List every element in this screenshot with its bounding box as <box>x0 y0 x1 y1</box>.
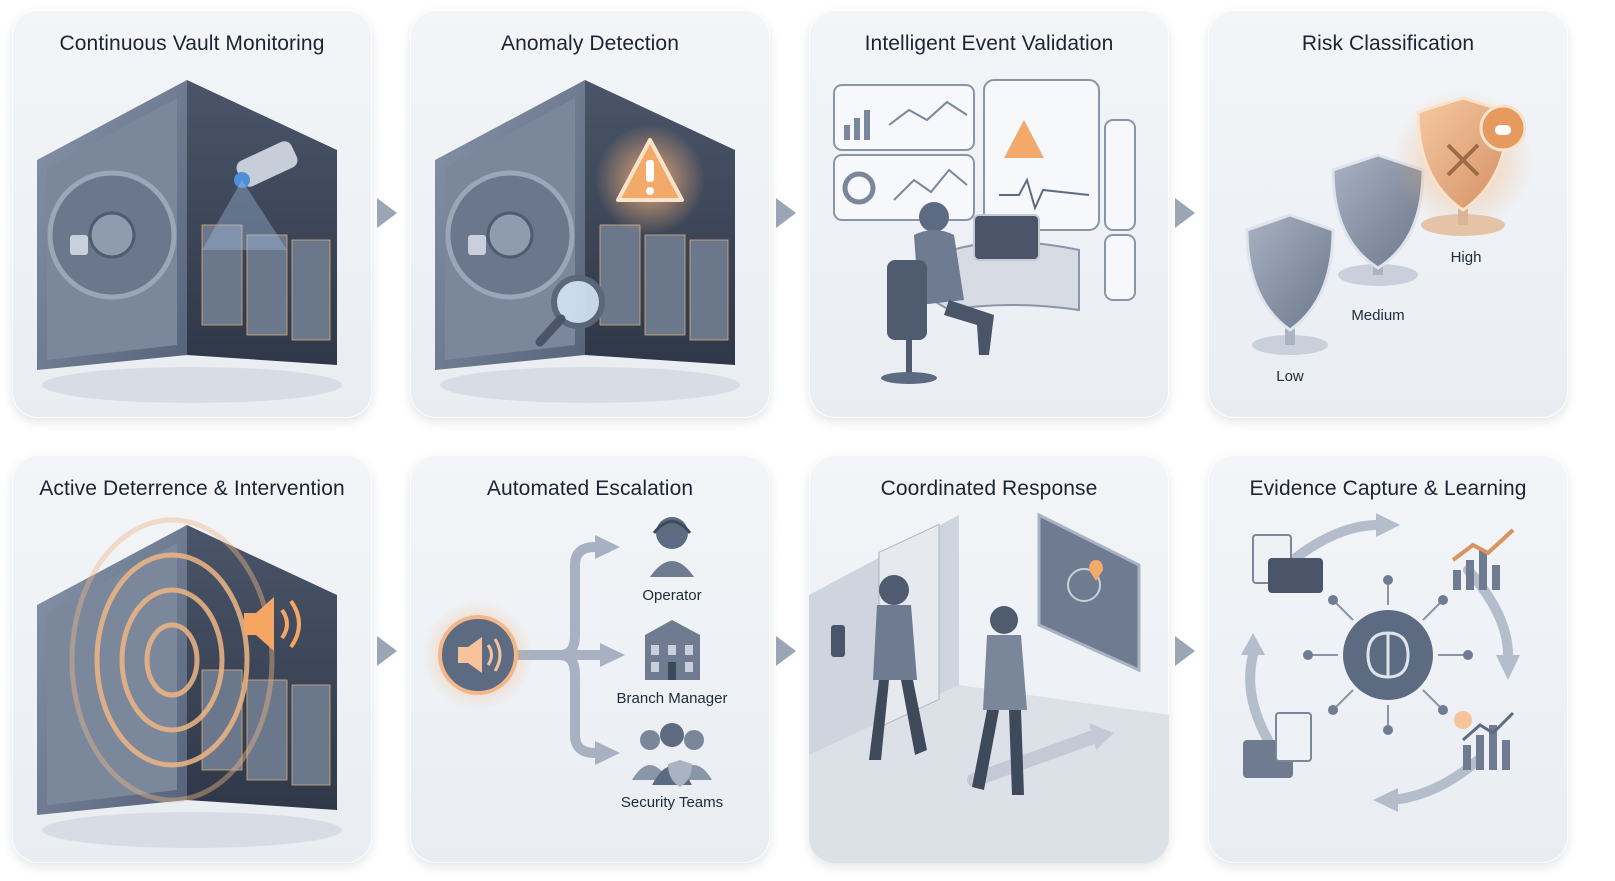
card-automated-escalation: Operator Branch Manager Security Teams A… <box>410 455 770 863</box>
recipient-operator: Operator <box>642 587 701 604</box>
server-racks <box>201 224 331 341</box>
vault-anomaly-illustration <box>435 80 740 403</box>
risk-label-medium: Medium <box>1351 307 1404 324</box>
card-anomaly-detection: Anomaly Detection <box>410 10 770 418</box>
deterrence-illustration <box>37 517 342 848</box>
flow-arrow <box>776 636 796 666</box>
camera-icon <box>202 141 298 250</box>
flow-arrow <box>1175 198 1195 228</box>
speaker-icon <box>438 615 518 695</box>
vault-camera-illustration <box>37 80 342 403</box>
risk-shields-illustration: Low Medium High <box>1245 90 1533 385</box>
card-title: Intelligent Event Validation <box>864 32 1114 55</box>
flow-arrow <box>377 198 397 228</box>
card-evidence-learning: Evidence Capture & Learning <box>1208 455 1568 863</box>
card-vault-monitoring: Continuous Vault Monitoring <box>12 10 372 418</box>
card-title: Risk Classification <box>1301 32 1475 55</box>
flow-arrow <box>1175 636 1195 666</box>
map-screen <box>1037 512 1141 673</box>
guard-icon <box>972 606 1027 795</box>
card-event-validation: Intelligent Event Validation <box>809 10 1169 418</box>
brain-icon <box>1303 575 1473 735</box>
shield-icon-low <box>1245 213 1335 355</box>
card-title: Evidence Capture & Learning <box>1249 477 1527 500</box>
headset-icon <box>650 517 694 577</box>
card-coordinated-response: Coordinated Response <box>809 455 1169 863</box>
flow-arrow <box>776 198 796 228</box>
warning-icon <box>616 138 684 202</box>
escalation-illustration: Operator Branch Manager Security Teams <box>423 517 728 811</box>
document-icon <box>1252 534 1323 593</box>
card-title: Continuous Vault Monitoring <box>59 32 325 55</box>
sound-waves <box>69 517 275 803</box>
bank-icon <box>645 620 700 680</box>
speaker-icon <box>244 597 301 651</box>
card-title: Automated Escalation <box>486 477 694 500</box>
recipient-branch-manager: Branch Manager <box>617 690 728 707</box>
risk-label-low: Low <box>1276 368 1304 385</box>
dashboard-screens <box>833 79 1136 301</box>
team-icon <box>632 723 712 787</box>
lightbulb-chart-icon <box>1454 711 1515 770</box>
card-risk-classification: Low Medium High Risk Classification <box>1208 10 1568 418</box>
card-title: Active Deterrence & Intervention <box>39 477 345 500</box>
trend-chart-icon <box>1451 528 1515 590</box>
card-title: Coordinated Response <box>880 477 1098 500</box>
operator-icon <box>881 202 1080 384</box>
response-illustration <box>809 512 1169 863</box>
magnifier-icon <box>535 275 605 347</box>
card-active-deterrence: Active Deterrence & Intervention <box>12 455 372 863</box>
learning-cycle-illustration <box>1241 513 1520 812</box>
card-title: Anomaly Detection <box>501 32 679 55</box>
risk-label-high: High <box>1451 249 1482 266</box>
folder-icon <box>1243 712 1312 778</box>
operator-console-illustration <box>833 79 1136 384</box>
shield-icon-high <box>1393 90 1533 236</box>
guard-icon <box>869 575 927 760</box>
recipient-security-teams: Security Teams <box>621 794 723 811</box>
flow-arrow <box>377 636 397 666</box>
radio-icon <box>831 625 845 657</box>
